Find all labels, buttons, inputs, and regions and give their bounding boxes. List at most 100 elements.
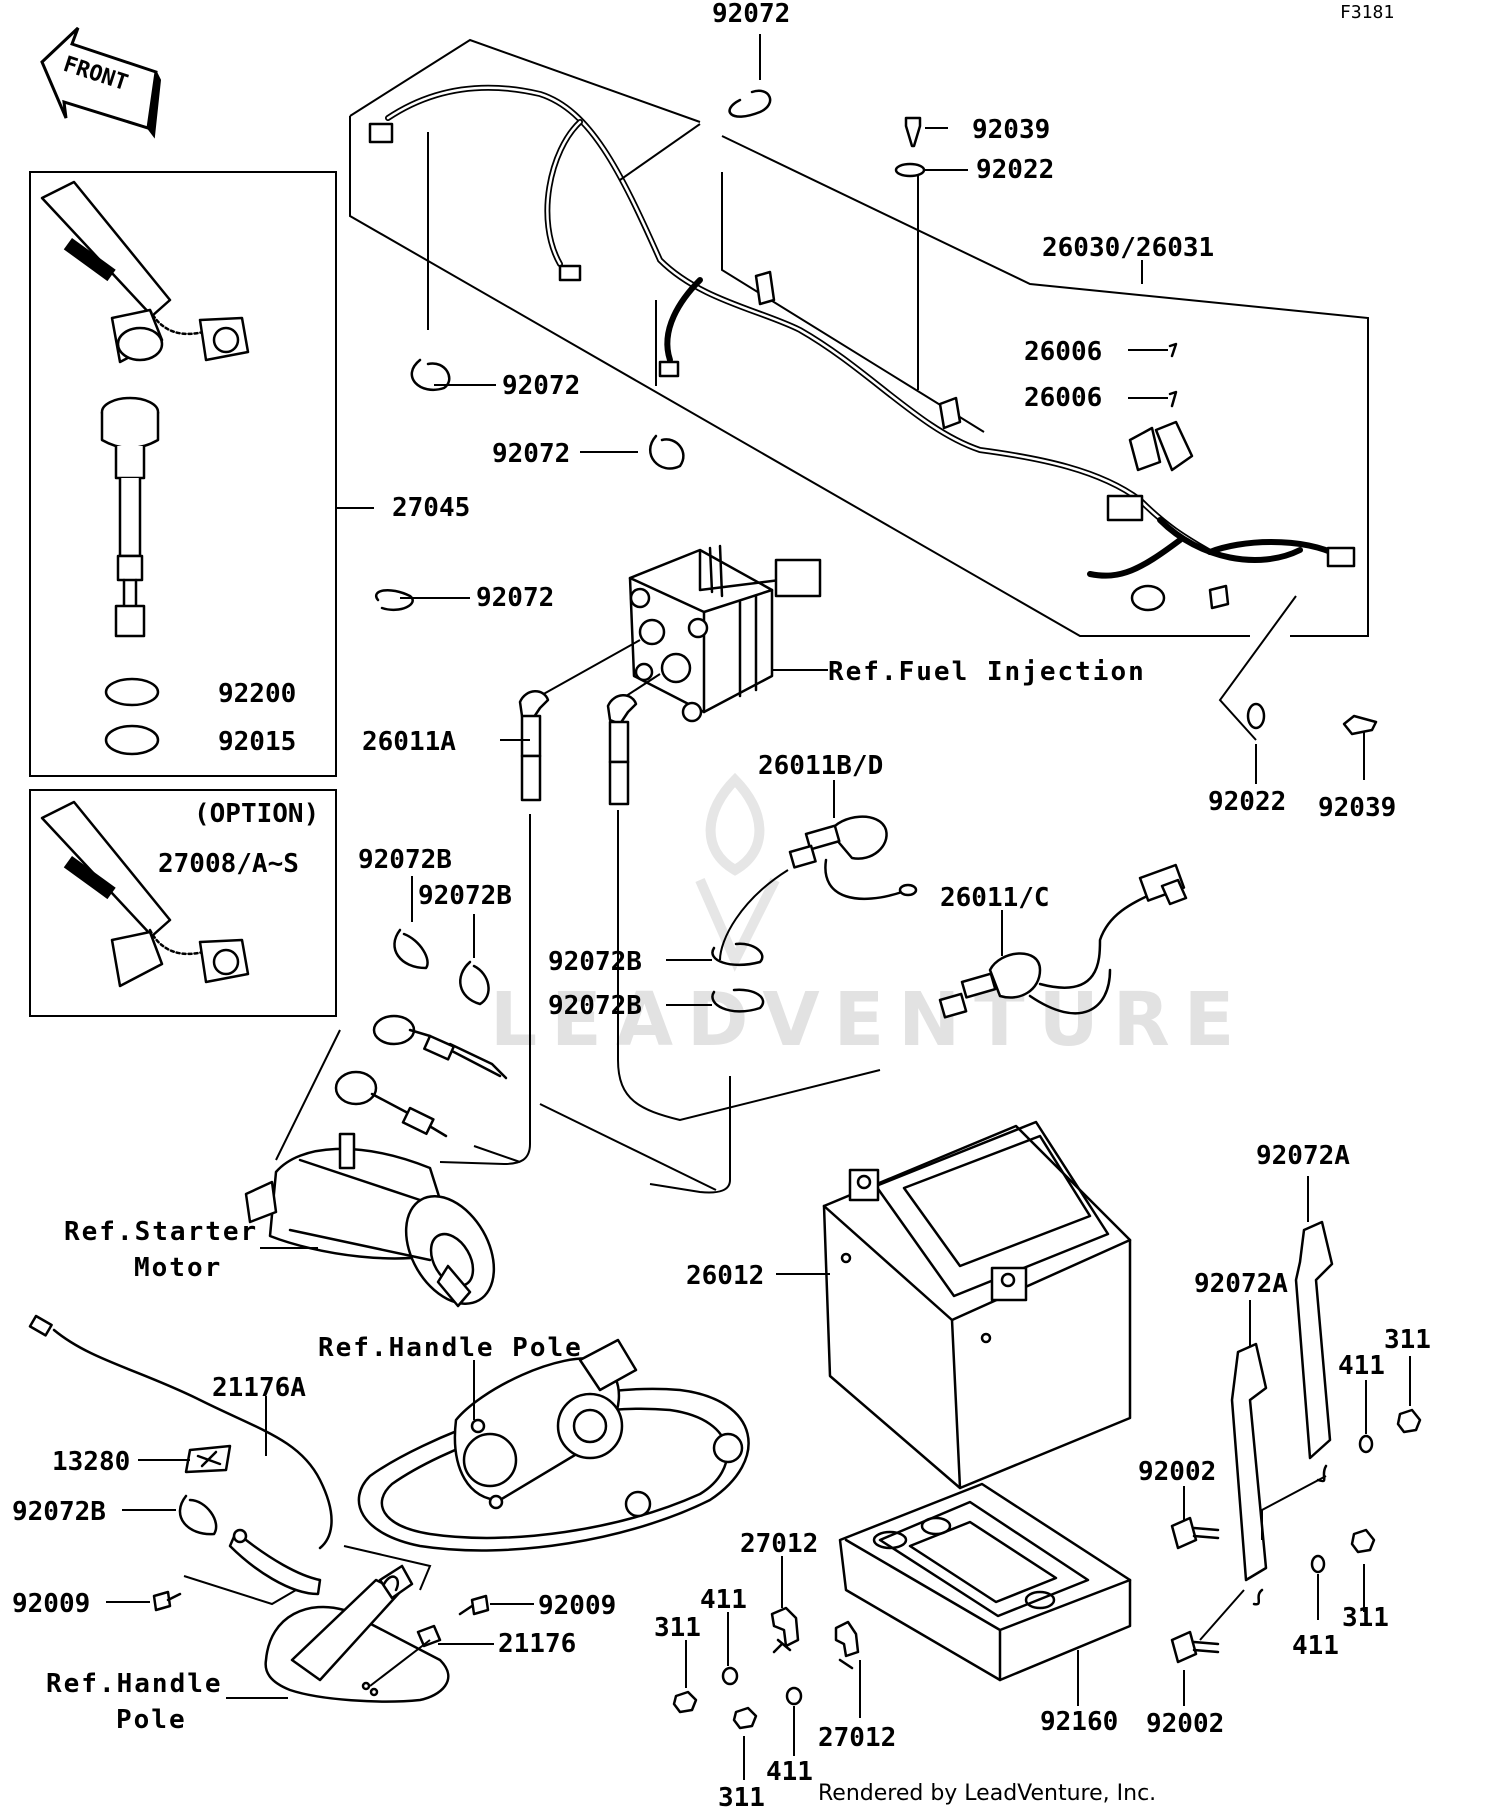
cable-tie-92072b-icon bbox=[393, 928, 765, 1013]
main-harness-outline bbox=[349, 38, 1369, 637]
credit-text: Rendered by LeadVenture, Inc. bbox=[818, 1781, 1156, 1806]
callout-311-b: 311 bbox=[1342, 1603, 1389, 1633]
battery-tray-92160-icon bbox=[838, 1482, 1132, 1682]
callout-92002-a: 92002 bbox=[1138, 1457, 1216, 1487]
callout-27012-b: 27012 bbox=[818, 1723, 896, 1753]
washer-411-a-icon bbox=[1358, 1434, 1374, 1454]
figure-code: F3181 bbox=[1340, 2, 1394, 23]
screw-92009-b-shank bbox=[458, 1604, 474, 1616]
fuel-injection-relay-icon bbox=[628, 544, 828, 723]
callout-411-c: 411 bbox=[700, 1585, 747, 1615]
starter-motor-icon bbox=[244, 1132, 496, 1308]
handle-pole-icon bbox=[357, 1338, 750, 1552]
callout-92072b-b: 92072B bbox=[418, 881, 512, 911]
nut-311-c-icon bbox=[672, 1690, 698, 1714]
callout-411-d: 411 bbox=[766, 1757, 813, 1787]
callout-411-a: 411 bbox=[1338, 1351, 1385, 1381]
cable-tie-icon bbox=[375, 89, 772, 612]
nut-311-b-icon bbox=[1350, 1528, 1376, 1554]
option-lanyard-icon bbox=[40, 800, 250, 988]
screw-92009-a-shank bbox=[166, 1592, 182, 1602]
leader-strap-bolts bbox=[1199, 1475, 1327, 1641]
callout-27045: 27045 bbox=[392, 493, 470, 523]
callout-92022-top: 92022 bbox=[976, 155, 1054, 185]
nut-311-a-icon bbox=[1396, 1408, 1422, 1434]
washer-411-c-icon bbox=[721, 1666, 739, 1686]
nut-311-d-icon bbox=[732, 1706, 758, 1730]
callout-option: (OPTION) bbox=[194, 799, 319, 829]
callout-92072a-b: 92072A bbox=[1194, 1269, 1288, 1299]
callout-92039-top: 92039 bbox=[972, 115, 1050, 145]
handle-pole-lower-icon bbox=[264, 1564, 450, 1703]
ignition-switch-icon bbox=[100, 396, 160, 638]
callout-27012-a: 27012 bbox=[740, 1529, 818, 1559]
callout-ref-fuel-injection: Ref.Fuel Injection bbox=[828, 657, 1146, 687]
callout-311-c: 311 bbox=[654, 1613, 701, 1643]
ignition-switch-box bbox=[29, 171, 337, 777]
callout-92072-c: 92072 bbox=[492, 439, 570, 469]
wiring-harness-icon bbox=[368, 84, 1356, 612]
battery-lead-26011bd-icon bbox=[719, 780, 918, 961]
callout-92160: 92160 bbox=[1040, 1707, 1118, 1737]
callout-92072b-a: 92072B bbox=[358, 845, 452, 875]
leader-lines-top bbox=[336, 34, 1365, 784]
callout-92072b-lower: 92072B bbox=[12, 1497, 106, 1527]
callout-ref-handle-lower-pole: Pole bbox=[116, 1705, 187, 1735]
callout-92072-d: 92072 bbox=[476, 583, 554, 613]
harness-connector-icon bbox=[368, 122, 394, 144]
battery-strap-92072a-icon bbox=[1230, 1220, 1334, 1606]
bolt-92039-b-icon bbox=[1342, 714, 1378, 736]
callout-21176a: 21176A bbox=[212, 1373, 306, 1403]
starter-lead-icon bbox=[275, 1014, 717, 1191]
washer-92022-b-icon bbox=[1246, 702, 1266, 730]
washer-411-b-icon bbox=[1310, 1554, 1326, 1574]
callout-92039-right: 92039 bbox=[1318, 793, 1396, 823]
watermark-text: LEADVENTURE bbox=[490, 977, 1248, 1063]
callout-26011c: 26011/C bbox=[940, 883, 1050, 913]
washer-411-d-icon bbox=[785, 1686, 803, 1706]
callout-26012: 26012 bbox=[686, 1261, 764, 1291]
wire-21176a-icon bbox=[28, 1314, 333, 1550]
callout-92072b-c: 92072B bbox=[548, 947, 642, 977]
callout-ref-handle-pole-top: Ref.Handle Pole bbox=[318, 1333, 583, 1363]
callout-92022-right: 92022 bbox=[1208, 787, 1286, 817]
callout-26030-26031: 26030/26031 bbox=[1042, 233, 1214, 263]
callout-311-d: 311 bbox=[718, 1783, 765, 1809]
clip-26006-b-icon bbox=[1168, 390, 1178, 408]
callout-ref-starter: Ref.Starter bbox=[64, 1217, 258, 1247]
callout-92009-b: 92009 bbox=[538, 1591, 616, 1621]
nut-92015-icon bbox=[104, 724, 160, 756]
callout-ref-handle-lower: Ref.Handle bbox=[46, 1669, 223, 1699]
callout-92072-b: 92072 bbox=[502, 371, 580, 401]
callout-92009-a: 92009 bbox=[12, 1589, 90, 1619]
clip-26006-icon bbox=[1168, 342, 1178, 358]
callout-92072b-d: 92072B bbox=[548, 991, 642, 1021]
wire-clamp-icon bbox=[183, 1528, 432, 1606]
relay-lead-26011a-icon bbox=[439, 639, 881, 1194]
callout-26011a: 26011A bbox=[362, 727, 456, 757]
callout-311-a: 311 bbox=[1384, 1325, 1431, 1355]
lanyard-key-icon bbox=[40, 180, 250, 364]
washer-92022-icon bbox=[894, 162, 926, 178]
screw-92009-a-icon bbox=[152, 1590, 172, 1612]
callout-26006-b: 26006 bbox=[1024, 383, 1102, 413]
watermark-flame-icon bbox=[695, 772, 780, 972]
battery-lead-26011c-icon bbox=[938, 863, 1188, 1019]
callout-92200: 92200 bbox=[218, 679, 296, 709]
callout-26006-a: 26006 bbox=[1024, 337, 1102, 367]
front-arrow-icon: FRONT bbox=[40, 26, 162, 139]
callout-92072-top: 92072 bbox=[712, 0, 790, 29]
screw-92009-b-icon bbox=[470, 1594, 490, 1616]
callout-411-b: 411 bbox=[1292, 1631, 1339, 1661]
callout-21176: 21176 bbox=[498, 1629, 576, 1659]
callout-27008: 27008/A~S bbox=[158, 849, 299, 879]
bolt-92002-icon bbox=[1170, 1516, 1220, 1664]
callout-92015: 92015 bbox=[218, 727, 296, 757]
bolt-92039-icon bbox=[904, 116, 922, 148]
callout-13280: 13280 bbox=[52, 1447, 130, 1477]
washer-92200-icon bbox=[104, 677, 160, 707]
callout-92002-b: 92002 bbox=[1146, 1709, 1224, 1739]
callout-ref-starter-motor: Motor bbox=[134, 1253, 222, 1283]
callout-92072a-a: 92072A bbox=[1256, 1141, 1350, 1171]
